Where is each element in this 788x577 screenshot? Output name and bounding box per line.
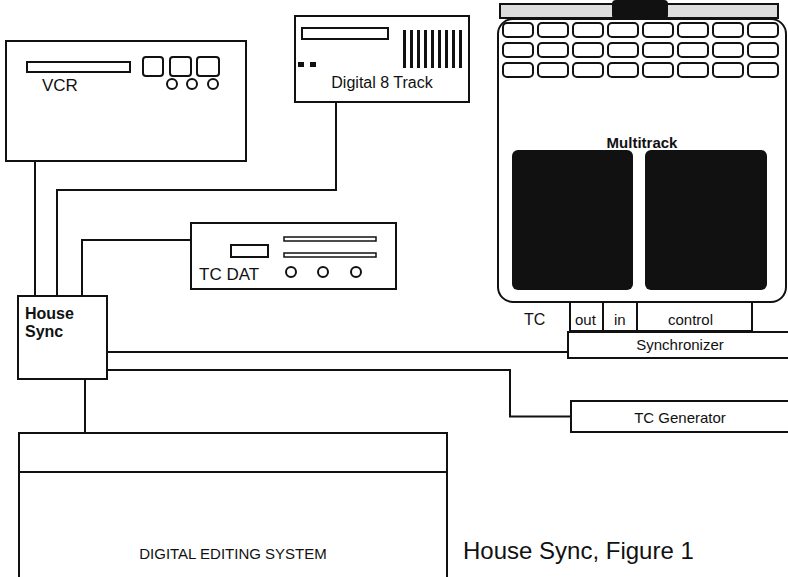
process-box: TC Generator xyxy=(570,400,788,433)
node-label: TC DAT xyxy=(199,265,259,285)
button xyxy=(143,57,163,76)
node-label: VCR xyxy=(42,76,78,96)
led xyxy=(310,62,316,67)
knob xyxy=(167,79,177,89)
device-box: VCR xyxy=(5,40,247,162)
tape-reel xyxy=(512,150,633,290)
sync-line xyxy=(108,351,567,353)
tape-slot xyxy=(302,28,388,39)
process-box: Synchronizer xyxy=(567,331,788,359)
transport-keys xyxy=(503,23,778,77)
node-label: Multitrack xyxy=(607,134,678,151)
node-label: Synchronizer xyxy=(636,336,724,353)
system-box: DIGITAL EDITING SYSTEM xyxy=(18,432,448,577)
device-box: TC DAT xyxy=(190,222,397,290)
figure-caption: House Sync, Figure 1 xyxy=(463,537,694,565)
panel-divider xyxy=(18,471,448,473)
node-label: DIGITAL EDITING SYSTEM xyxy=(139,545,327,562)
signal-label: out xyxy=(575,311,596,328)
node-label: House Sync xyxy=(25,305,87,342)
sync-line xyxy=(84,380,86,432)
knob xyxy=(286,267,296,277)
tape-slot xyxy=(231,245,268,257)
sync-line xyxy=(34,162,36,295)
device-box: Multitrack xyxy=(497,18,787,303)
knob xyxy=(187,79,197,89)
connector-tab xyxy=(603,302,637,331)
led xyxy=(298,62,304,67)
knob xyxy=(208,79,218,89)
device-box: Digital 8 Track xyxy=(294,15,470,103)
connector-tab xyxy=(570,302,603,331)
knob xyxy=(351,267,361,277)
sync-line xyxy=(82,240,190,295)
connector-tab xyxy=(637,302,752,331)
signal-label: in xyxy=(614,311,626,328)
button xyxy=(197,57,219,76)
tape-slot xyxy=(27,62,130,72)
sync-box: House Sync xyxy=(17,295,108,380)
sync-line xyxy=(108,370,570,417)
display-bar xyxy=(284,237,376,241)
button xyxy=(170,57,191,76)
head-block xyxy=(612,0,668,19)
signal-label: control xyxy=(668,311,713,328)
display-bar xyxy=(284,253,376,257)
sync-line xyxy=(57,103,336,295)
signal-label: TC xyxy=(524,311,545,329)
knob xyxy=(318,267,328,277)
meter-bars xyxy=(403,30,462,68)
node-label: Digital 8 Track xyxy=(331,74,432,92)
tape-reel xyxy=(645,150,767,290)
node-label: TC Generator xyxy=(634,409,726,426)
